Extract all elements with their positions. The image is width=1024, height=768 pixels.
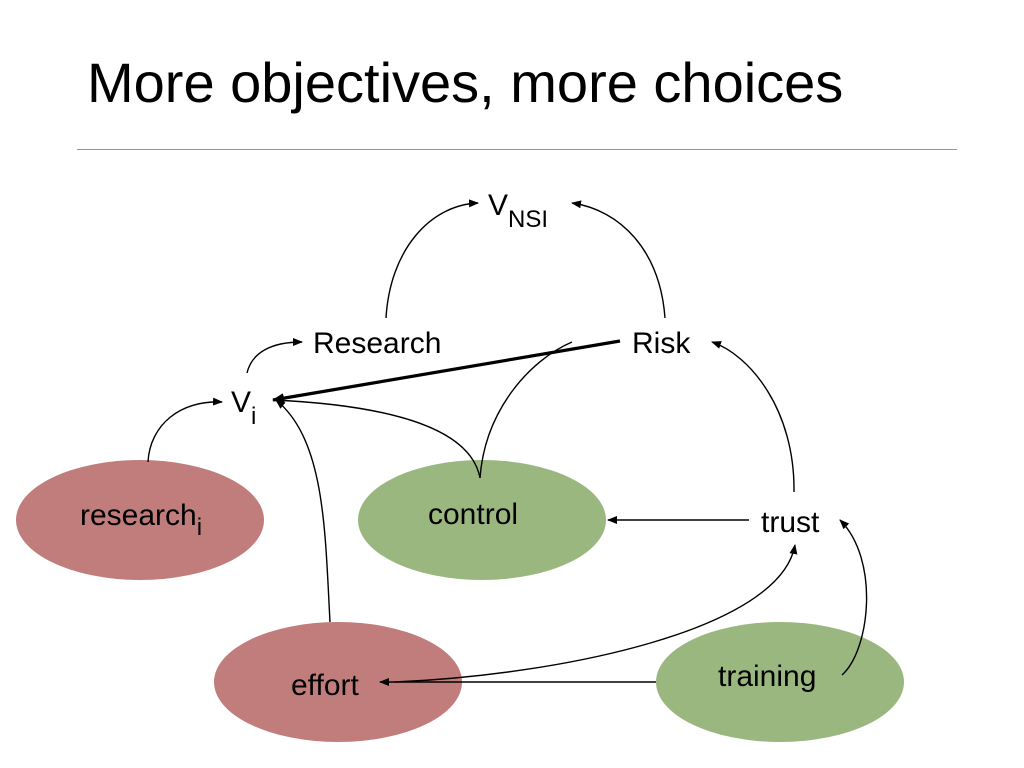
edge-effort-to-vi: [275, 399, 331, 623]
node-control-ellipse: [358, 460, 606, 580]
edge-training-to-trust: [839, 519, 868, 676]
title-divider: [77, 149, 957, 150]
edge-research-to-vnsi: [385, 199, 479, 319]
node-research-i-ellipse: [16, 460, 264, 580]
node-vnsi-label: VNSI: [488, 189, 548, 233]
edge-control-to-vi: [273, 396, 481, 479]
node-effort-label: effort: [291, 669, 359, 702]
edge-risk-to-vi: [272, 339, 621, 404]
edge-effort-to-trust: [394, 544, 798, 683]
node-research-i-label: researchi: [80, 499, 202, 541]
edge-control-to-risk: [479, 341, 573, 479]
node-trust-label: trust: [761, 506, 820, 539]
node-vi-label: Vi: [231, 386, 256, 430]
edge-vi-to-research: [246, 338, 303, 374]
edge-research-i-to-vi: [147, 397, 223, 463]
node-control-label: control: [428, 498, 518, 531]
node-research-label: Research: [313, 327, 441, 360]
node-effort-ellipse: [214, 622, 462, 742]
slide-title: More objectives, more choices: [87, 51, 844, 114]
edge-risk-to-vnsi: [571, 200, 666, 319]
edge-trust-to-risk: [711, 341, 795, 493]
node-training-label: training: [718, 660, 816, 693]
node-training-ellipse: [656, 622, 904, 742]
node-risk-label: Risk: [632, 327, 691, 360]
